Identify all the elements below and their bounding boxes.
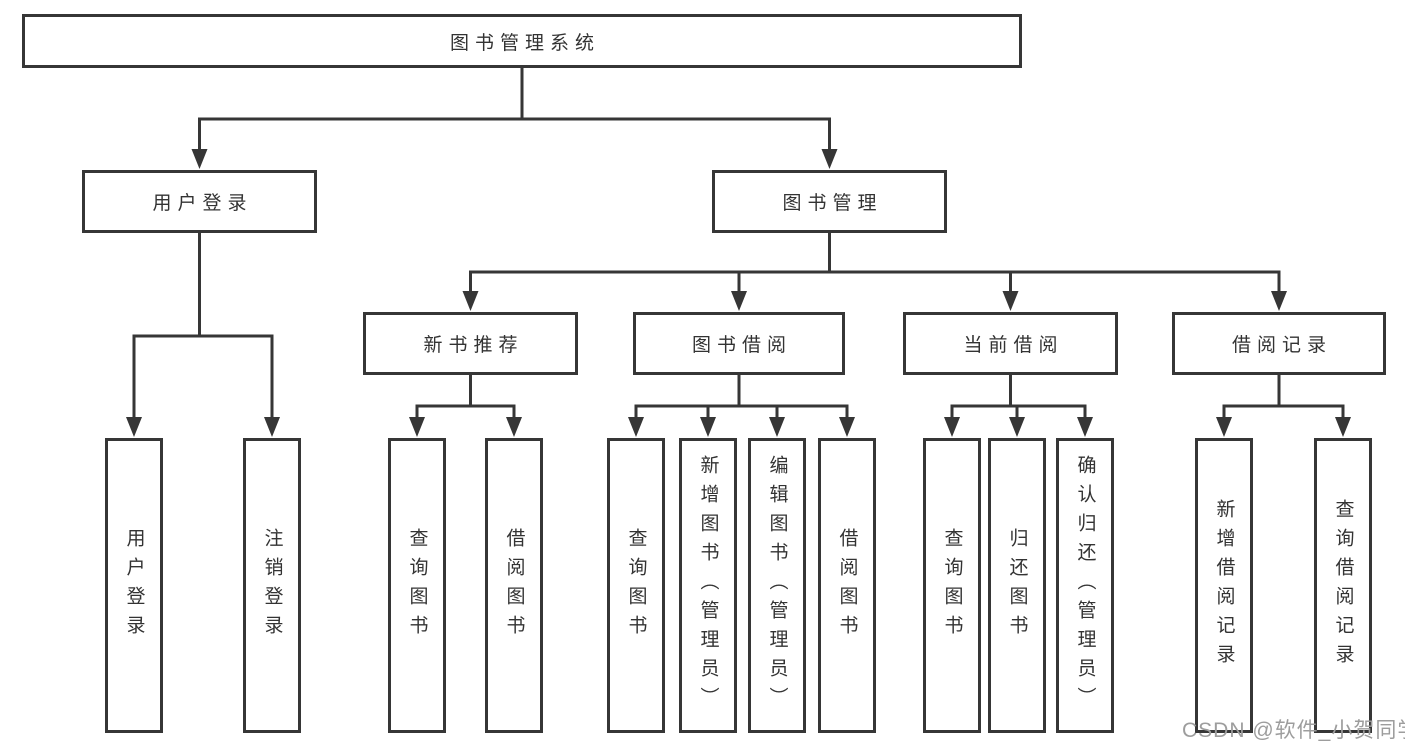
node-label-borrow-record: 借阅记录 — [1231, 335, 1332, 356]
node-current-borrow: 当前借阅 — [903, 312, 1118, 375]
node-leaf-add-record: 新增借阅记录 — [1195, 438, 1253, 733]
arrowhead-icon — [1077, 417, 1093, 437]
node-leaf-logout: 注销登录 — [243, 438, 301, 733]
node-root: 图书管理系统 — [22, 14, 1022, 68]
node-borrow-record: 借阅记录 — [1172, 312, 1386, 375]
node-label-leaf-return-book: 归还图书 — [1006, 527, 1028, 644]
node-label-leaf-user-login: 用户登录 — [123, 527, 145, 644]
arrowhead-icon — [126, 417, 142, 437]
arrowhead-icon — [769, 417, 785, 437]
node-label-leaf-query-book-3: 查询图书 — [941, 527, 963, 644]
node-leaf-confirm-return: 确认归还（管理员） — [1056, 438, 1114, 733]
node-label-leaf-borrow-book-2: 借阅图书 — [836, 527, 858, 644]
node-leaf-user-login: 用户登录 — [105, 438, 163, 733]
node-leaf-borrow-book-1: 借阅图书 — [485, 438, 543, 733]
arrowhead-icon — [191, 149, 208, 169]
arrowhead-icon — [839, 417, 855, 437]
arrowhead-icon — [944, 417, 960, 437]
node-leaf-query-book-2: 查询图书 — [607, 438, 665, 733]
arrowhead-icon — [821, 149, 838, 169]
node-leaf-edit-book: 编辑图书（管理员） — [748, 438, 806, 733]
node-leaf-add-book: 新增图书（管理员） — [679, 438, 737, 733]
arrowhead-icon — [1216, 417, 1232, 437]
node-label-leaf-borrow-book-1: 借阅图书 — [503, 527, 525, 644]
watermark: CSDN @软件_小贺同学 — [1182, 719, 1405, 742]
node-label-root: 图书管理系统 — [449, 32, 600, 54]
node-leaf-query-book-1: 查询图书 — [388, 438, 446, 733]
node-label-leaf-confirm-return: 确认归还（管理员） — [1074, 455, 1096, 716]
node-book-borrow: 图书借阅 — [633, 312, 845, 375]
node-leaf-query-record: 查询借阅记录 — [1314, 438, 1372, 733]
node-label-leaf-add-book: 新增图书（管理员） — [697, 455, 719, 716]
arrowhead-icon — [1009, 417, 1025, 437]
node-user-login: 用户登录 — [82, 170, 317, 233]
arrowhead-icon — [1335, 417, 1351, 437]
arrowhead-icon — [1271, 291, 1287, 311]
node-label-book-mgmt: 图书管理 — [782, 193, 883, 214]
arrowhead-icon — [462, 291, 479, 311]
arrowhead-icon — [731, 291, 747, 311]
node-label-leaf-add-record: 新增借阅记录 — [1213, 498, 1235, 673]
arrowhead-icon — [700, 417, 716, 437]
node-label-leaf-query-book-2: 查询图书 — [625, 527, 647, 644]
node-new-book-rec: 新书推荐 — [363, 312, 578, 375]
arrowhead-icon — [409, 417, 425, 437]
node-label-leaf-query-record: 查询借阅记录 — [1332, 498, 1354, 673]
node-label-leaf-logout: 注销登录 — [261, 527, 283, 644]
arrowhead-icon — [264, 417, 280, 437]
arrowhead-icon — [628, 417, 644, 437]
node-label-leaf-query-book-1: 查询图书 — [406, 527, 428, 644]
node-leaf-return-book: 归还图书 — [988, 438, 1046, 733]
node-leaf-query-book-3: 查询图书 — [923, 438, 981, 733]
node-label-current-borrow: 当前借阅 — [963, 335, 1064, 356]
arrowhead-icon — [1002, 291, 1019, 311]
node-leaf-borrow-book-2: 借阅图书 — [818, 438, 876, 733]
node-book-mgmt: 图书管理 — [712, 170, 947, 233]
node-label-leaf-edit-book: 编辑图书（管理员） — [766, 455, 788, 716]
node-label-new-book-rec: 新书推荐 — [423, 335, 524, 356]
node-label-user-login: 用户登录 — [152, 193, 253, 214]
node-label-book-borrow: 图书借阅 — [691, 335, 792, 356]
arrowhead-icon — [506, 417, 522, 437]
